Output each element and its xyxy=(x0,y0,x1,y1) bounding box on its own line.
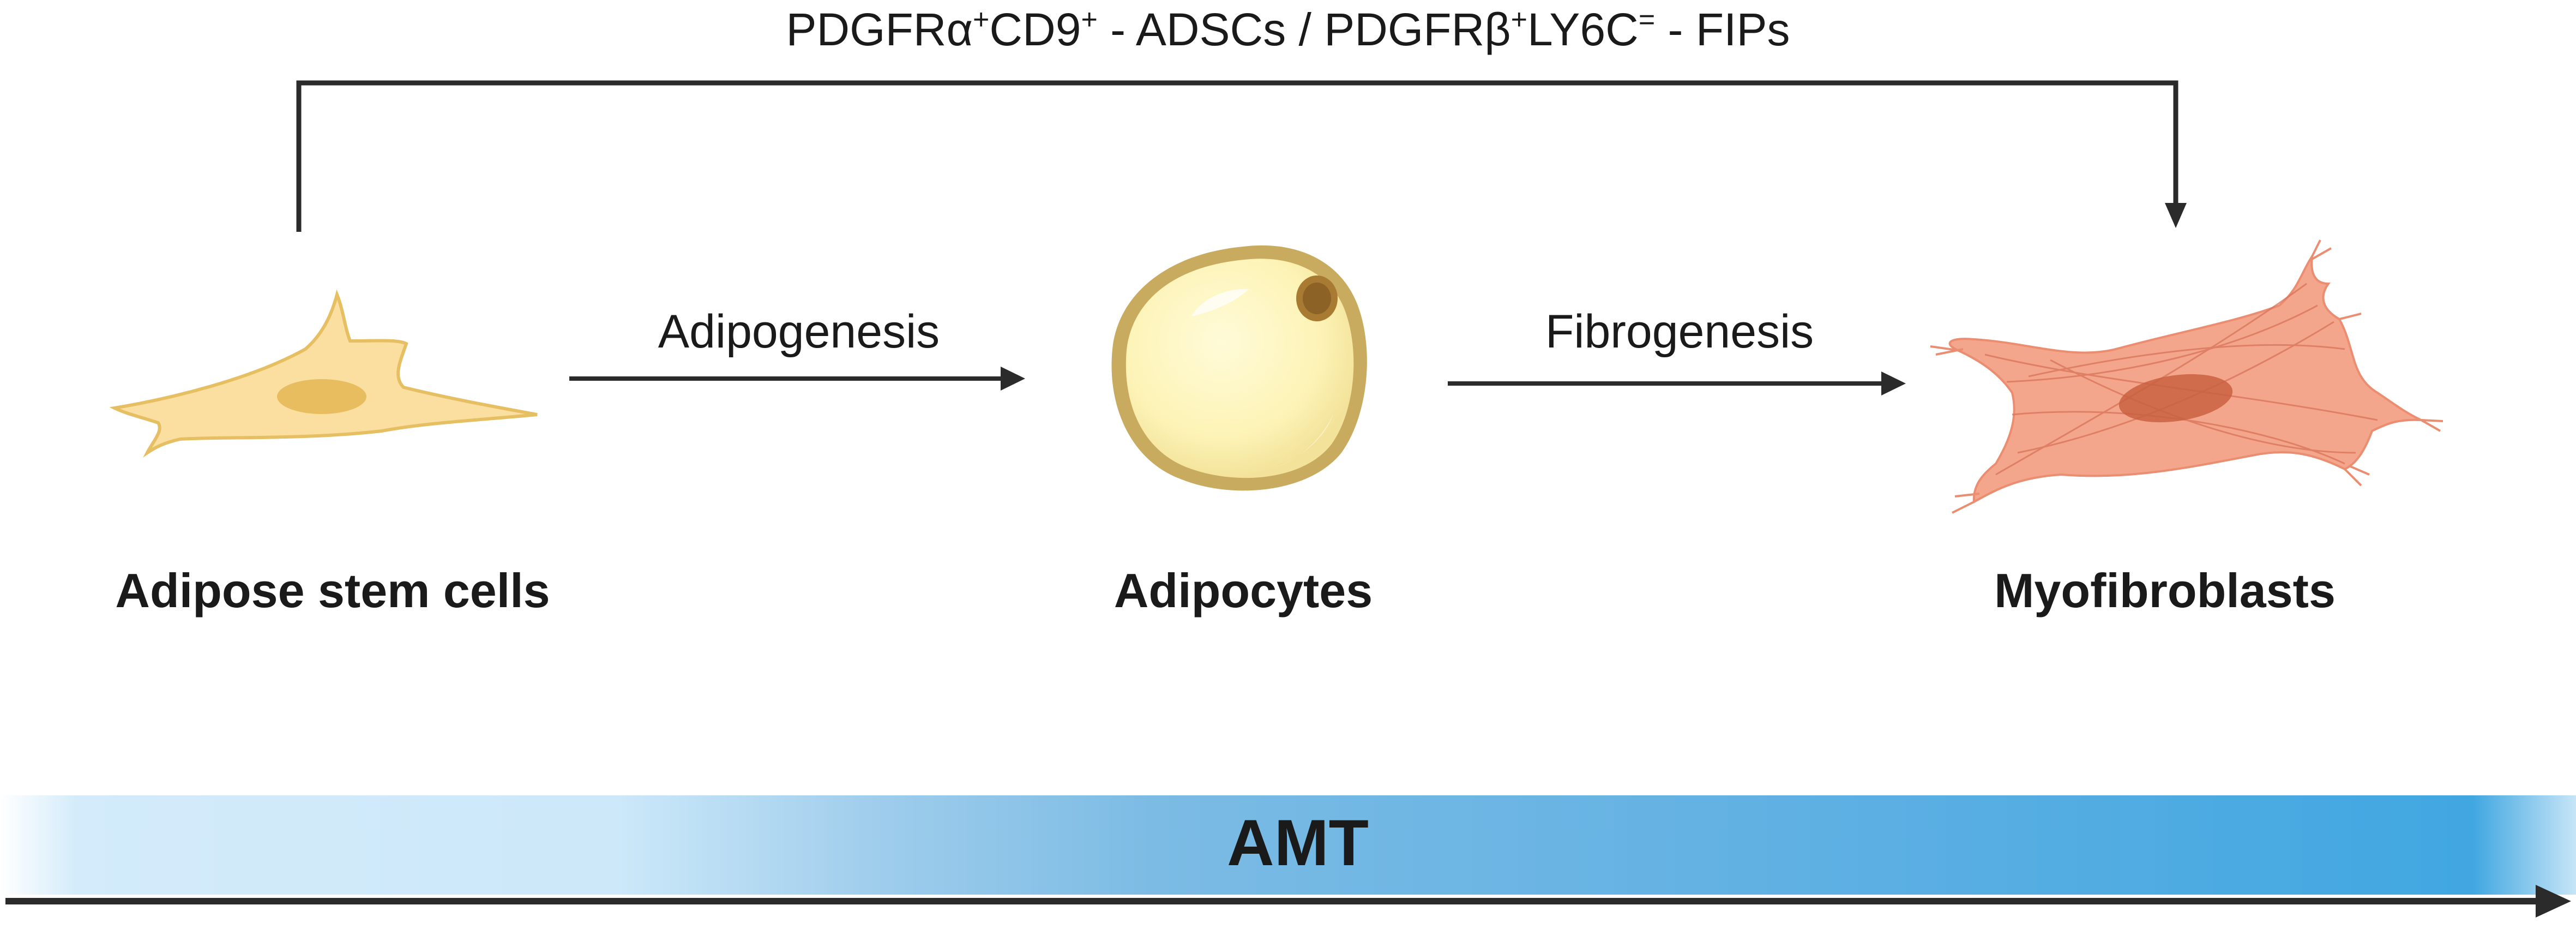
bracket-arrowhead xyxy=(2165,203,2187,228)
pathway-sup-4: = xyxy=(1638,4,1656,35)
adipose-stem-cells-label: Adipose stem cells xyxy=(115,564,550,618)
pathway-part-4: LY6C xyxy=(1527,4,1639,55)
timeline-arrow xyxy=(5,885,2571,918)
pathway-part-2: CD9 xyxy=(989,4,1081,55)
pathway-sup-1: + xyxy=(973,4,990,35)
pathway-part-5: - FIPs xyxy=(1655,4,1790,55)
pathway-sup-3: + xyxy=(1510,4,1527,35)
myofibroblast-nucleus xyxy=(2118,374,2233,423)
adipose-stem-cell-icon xyxy=(109,289,538,458)
adipocytes-label: Adipocytes xyxy=(1114,564,1373,618)
amt-label: AMT xyxy=(1227,806,1369,879)
pathway-label: PDGFRα+CD9+ - ADSCs / PDGFRβ+LY6C= - FIP… xyxy=(743,2,1833,63)
fibrogenesis-arrow xyxy=(1448,371,1906,395)
pathway-part-3: - ADSCs / PDGFRβ xyxy=(1097,4,1511,55)
pathway-sup-2: + xyxy=(1081,4,1098,35)
myofibroblasts-label: Myofibroblasts xyxy=(1994,564,2336,618)
amt-gradient-band xyxy=(0,795,2576,895)
stem-cell-nucleus xyxy=(277,379,366,414)
adipocyte-icon xyxy=(1111,245,1367,491)
bracket-connector xyxy=(296,80,2187,232)
adipogenesis-label: Adipogenesis xyxy=(658,305,940,358)
myofibroblast-icon xyxy=(1930,239,2443,514)
adipogenesis-arrow xyxy=(569,367,1025,391)
fibrogenesis-label: Fibrogenesis xyxy=(1545,305,1814,358)
pathway-part-1: PDGFRα xyxy=(786,4,973,55)
